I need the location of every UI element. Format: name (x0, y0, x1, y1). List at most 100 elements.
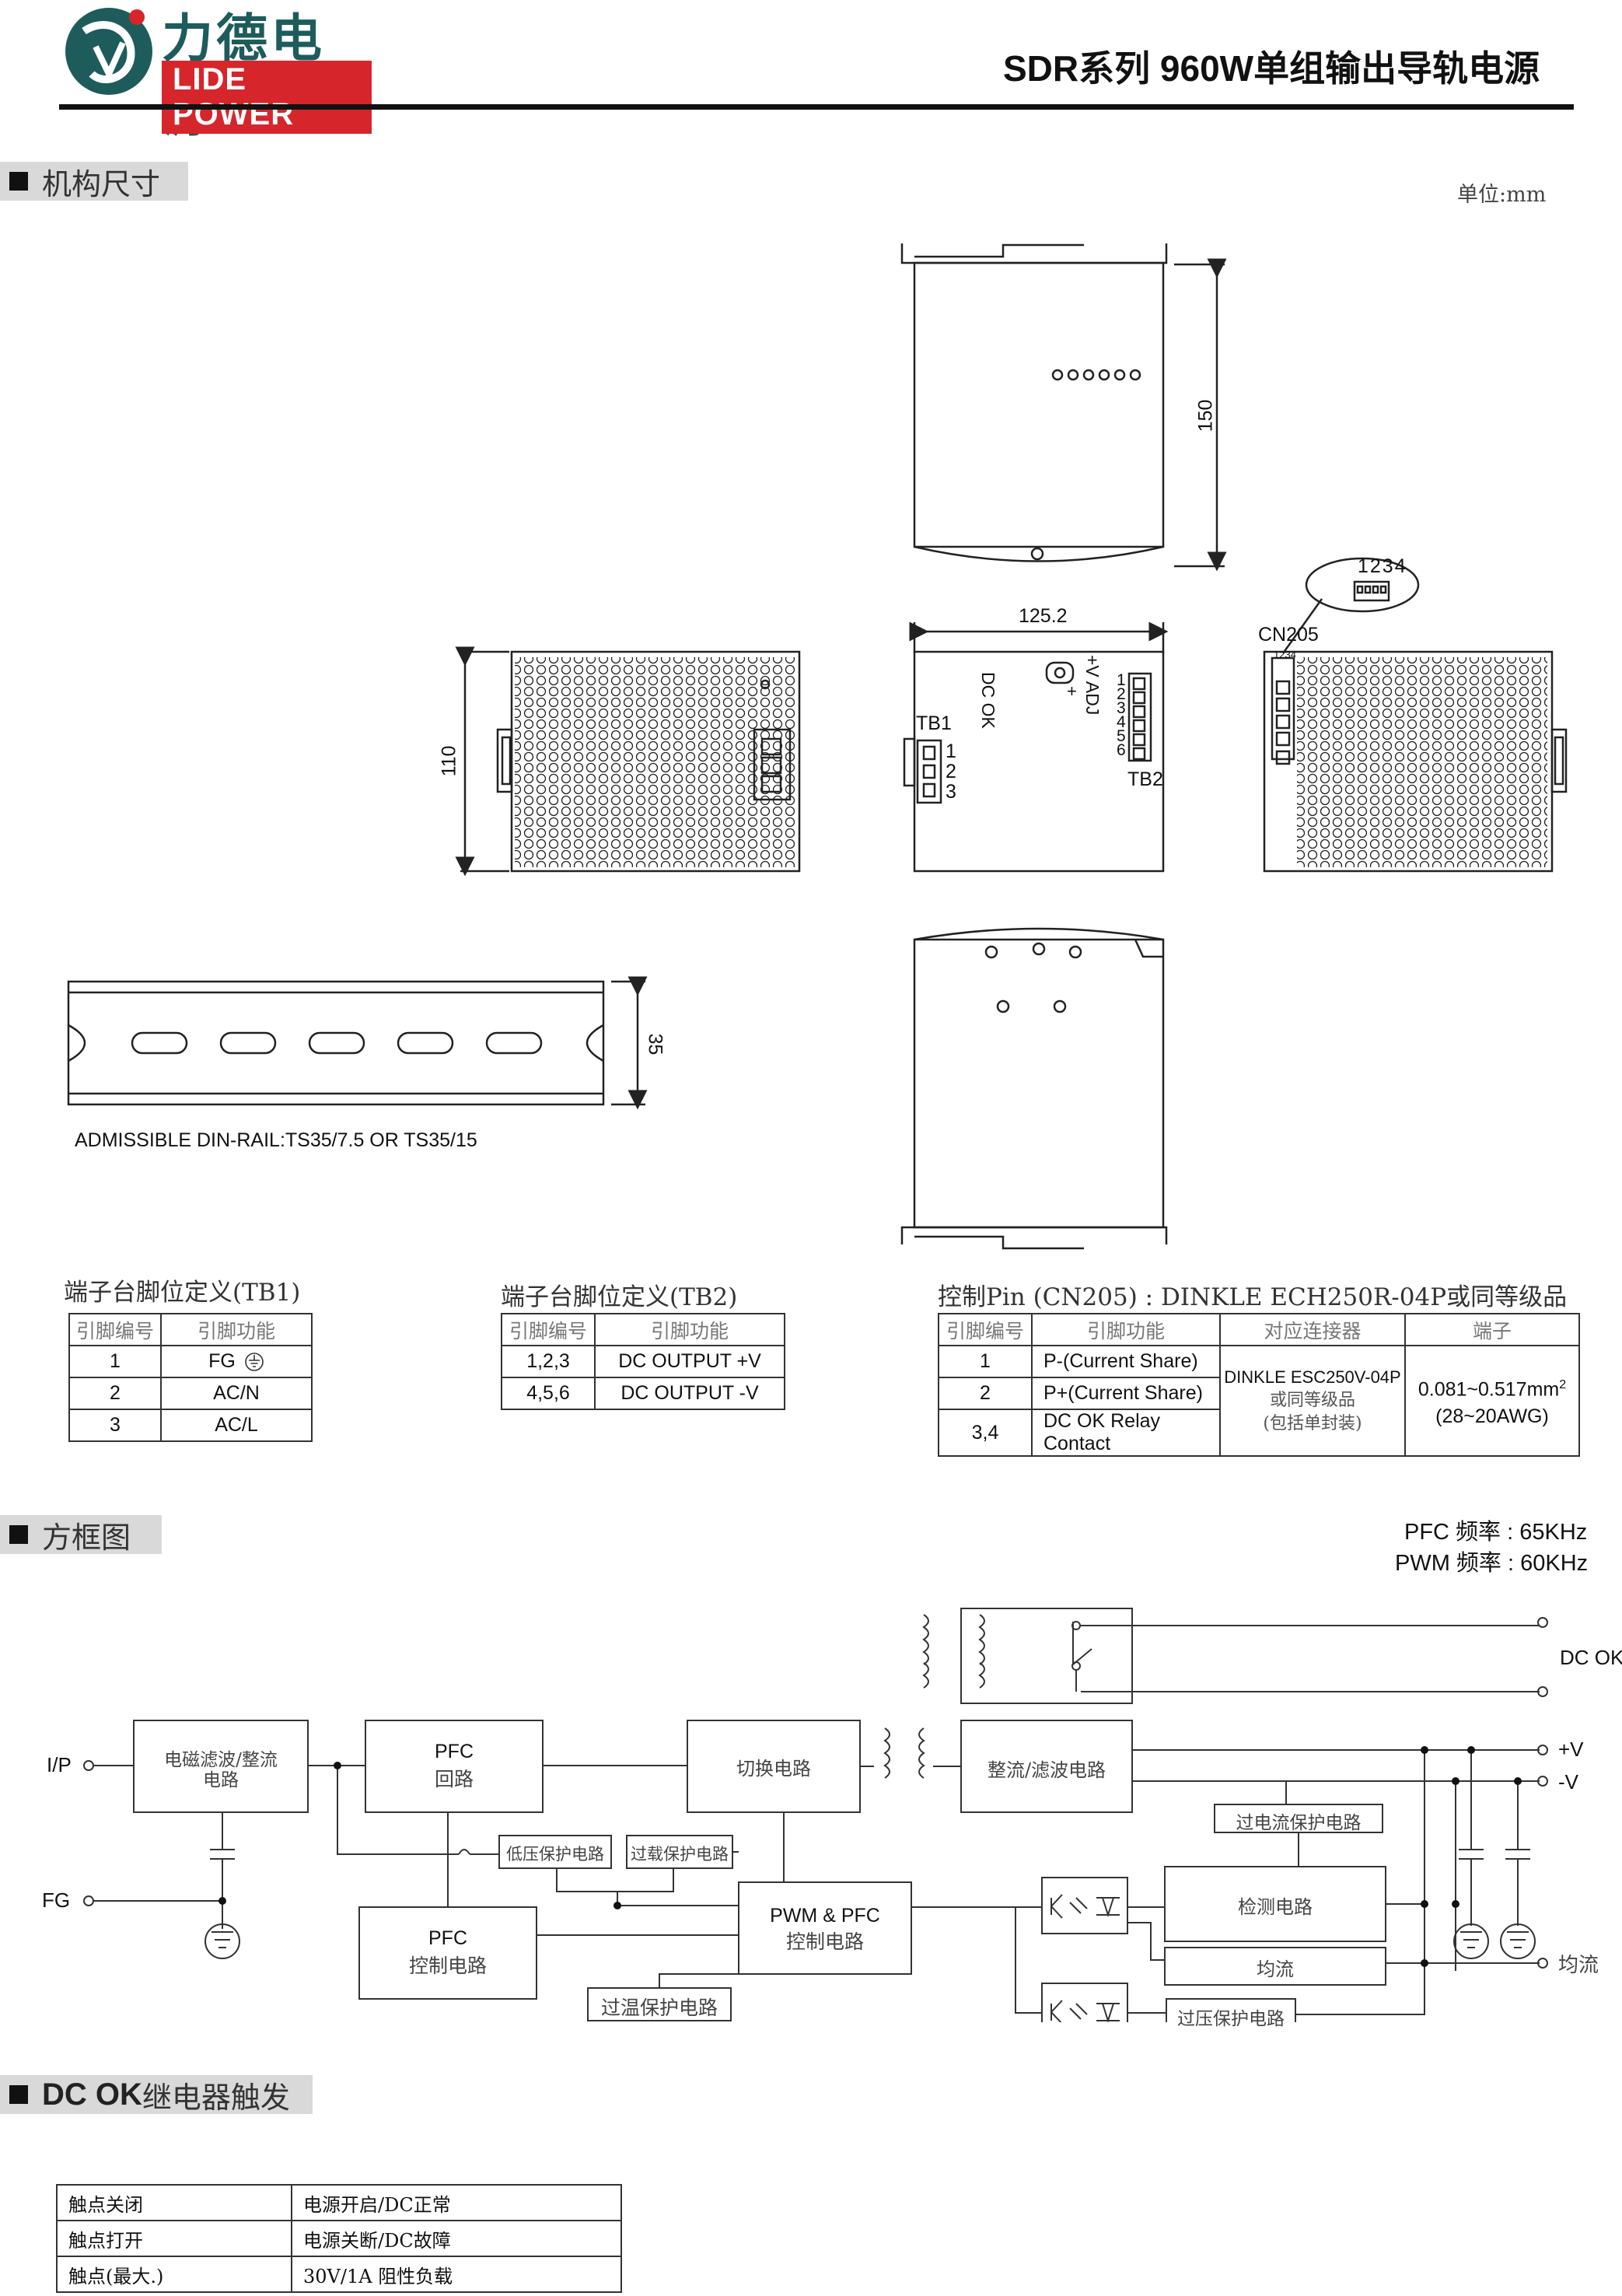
label-tb2: TB2 (1127, 768, 1163, 790)
table-cell: 触点打开 (56, 2220, 292, 2257)
table-row: 3,4 DC OK Relay Contact (938, 1409, 1579, 1457)
table-row: 4,5,6 DC OUTPUT -V (501, 1377, 785, 1410)
connector-cell: DINKLE ESC250V-04P 或同等级品 (包括单封装) (1219, 1345, 1406, 1457)
block-uvp-label: 低压保护电路 (506, 1845, 604, 1864)
table-cell: 触点(最大.) (56, 2256, 292, 2293)
pwm-frequency: PWM 频率 : 60KHz (1395, 1551, 1589, 1576)
block-detect-label: 检测电路 (1238, 1896, 1313, 1918)
tb1-pin: 2 (946, 761, 956, 782)
table-cell: 2 (938, 1377, 1033, 1410)
section-bullet-icon (9, 2085, 28, 2104)
mounting-screws (984, 942, 1082, 1013)
table-cell: FG (160, 1345, 313, 1378)
table-cell: DC OUTPUT -V (594, 1377, 785, 1410)
block-line: 控制电路 (408, 1955, 487, 1977)
table-header-row: 引脚编号 引脚功能 (68, 1313, 313, 1346)
tb2-pin: 2 (1117, 685, 1126, 703)
block-share (1164, 1947, 1386, 1986)
logo: 力德电源 LIDE POWER (61, 0, 372, 143)
section-mechanical-title: 机构尺寸 (42, 166, 161, 201)
dim-35: 35 (644, 1033, 666, 1055)
cn205-callout (1305, 557, 1420, 613)
table-header-cell: 端子 (1404, 1313, 1580, 1346)
title-rest: 960W单组输出导轨电源 (1150, 48, 1540, 89)
block-diagram (83, 1608, 1548, 2022)
io-fg: FG (42, 1888, 71, 1912)
page-title: SDR系列 960W单组输出导轨电源 (1003, 40, 1540, 92)
table-cell: 3 (68, 1409, 162, 1442)
cn205-table-title: 控制Pin (CN205) : DINKLE ECH250R-04P或同等级品 (938, 1283, 1568, 1311)
table-cell: 1,2,3 (501, 1345, 596, 1378)
table-row: 触点打开 电源关断/DC故障 (56, 2220, 622, 2257)
tb2-pin: 6 (1117, 741, 1126, 759)
label-plus: + (1067, 681, 1077, 701)
pfc-frequency: PFC 频率 : 65KHz (1404, 1520, 1588, 1545)
block-line: PWM & PFC (770, 1905, 880, 1927)
table-cell: 4,5,6 (501, 1377, 596, 1410)
table-row: 触点(最大.) 30V/1A 阻性负载 (56, 2256, 622, 2293)
mechanical-drawing (67, 243, 1568, 1250)
header-rule (59, 104, 1574, 110)
terminal-sup: 2 (1559, 1378, 1567, 1392)
block-pwm-label: PWM & PFC 控制电路 (739, 1902, 911, 1955)
table-cell: DC OK Relay Contact (1031, 1409, 1221, 1457)
table-header-row: 引脚编号 引脚功能 (501, 1313, 785, 1346)
block-line: PFC (435, 1741, 474, 1762)
dim-150: 150 (1194, 399, 1217, 432)
dcok-table: 触点关闭 电源开启/DC正常 触点打开 电源关断/DC故障 触点(最大.) 30… (56, 2184, 622, 2293)
din-rail (67, 980, 605, 1106)
terminal-line: (28~20AWG) (1435, 1405, 1549, 1427)
table-cell: 2 (68, 1377, 162, 1410)
logo-text-en: LIDE POWER (162, 61, 372, 134)
tb2-pin: 5 (1117, 727, 1126, 745)
table-cell: AC/N (160, 1377, 313, 1410)
table-header-cell: 引脚功能 (160, 1313, 313, 1346)
block-ocp-label: 过电流保护电路 (1236, 1813, 1362, 1833)
table-header-cell: 对应连接器 (1219, 1313, 1406, 1346)
table-cell: 1 (68, 1345, 162, 1378)
connector-line: DINKLE ESC250V-04P (1224, 1367, 1401, 1387)
section-bullet-icon (9, 172, 28, 191)
block-uvp (498, 1835, 612, 1869)
io-ip: I/P (47, 1753, 72, 1776)
unit-label: 单位:mm (1457, 183, 1547, 207)
block-relay (960, 1608, 1133, 1704)
table-row: 1 FG (68, 1345, 313, 1378)
block-line: 回路 (434, 1768, 474, 1790)
table-row: 1 P-(Current Share) DINKLE ESC250V-04P 或… (938, 1345, 1580, 1457)
indicator-leds (1051, 369, 1141, 381)
block-line: 控制电路 (785, 1930, 864, 1953)
block-pfc-ctrl-label: PFC 控制电路 (359, 1924, 537, 1980)
table-cell: P-(Current Share) (1031, 1345, 1221, 1378)
block-share-label: 均流 (1257, 1958, 1294, 1980)
section-mechanical: 机构尺寸 (0, 162, 188, 201)
label-tb1: TB1 (916, 712, 952, 734)
label-dc-ok: DC OK (978, 672, 998, 729)
table-header-cell: 引脚编号 (938, 1313, 1033, 1346)
label-vadj: +V ADJ (1082, 655, 1103, 716)
dim-110: 110 (438, 745, 460, 777)
tb2-pin: 4 (1117, 713, 1126, 731)
tb1-pin-numbers: 1 2 3 (946, 740, 961, 803)
table-header-cell: 引脚功能 (1031, 1313, 1221, 1346)
table-header-cell: 引脚编号 (501, 1313, 596, 1346)
table-cell-text: FG (208, 1350, 236, 1372)
label-cn205-pins: 1234 (1358, 555, 1407, 577)
table-row: 1,2,3 DC OUTPUT +V (501, 1345, 785, 1378)
table-cell: 30V/1A 阻性负载 (291, 2256, 622, 2293)
table-row: 触点关闭 电源开启/DC正常 (56, 2184, 622, 2221)
io-minus-v: -V (1558, 1770, 1578, 1794)
table-cell: DC OUTPUT +V (594, 1345, 785, 1378)
io-plus-v: +V (1558, 1738, 1584, 1761)
table-cell: 3,4 (938, 1409, 1033, 1457)
tb2-table-title: 端子台脚位定义(TB2) (501, 1283, 738, 1311)
io-dcok: DC OK (1560, 1646, 1622, 1669)
table-cell: 电源开启/DC正常 (291, 2184, 622, 2221)
block-olp-label: 过载保护电路 (631, 1845, 729, 1864)
section-dcok-suffix: 继电器触发 (142, 2080, 290, 2115)
ground-icon (245, 1353, 264, 1372)
optocoupler-2-icon (1041, 1983, 1128, 2022)
tb2-table: 引脚编号 引脚功能 1,2,3 DC OUTPUT +V 4,5,6 DC OU… (501, 1313, 785, 1410)
rail-note: ADMISSIBLE DIN-RAIL:TS35/7.5 OR TS35/15 (75, 1129, 477, 1151)
